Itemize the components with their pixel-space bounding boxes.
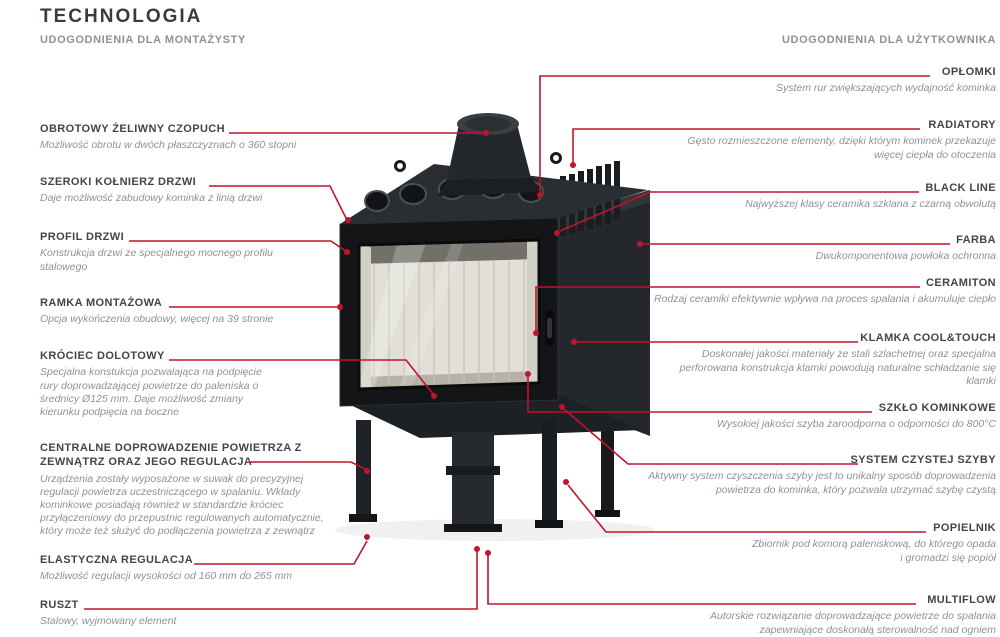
left-column-header: UDOGODNIENIA DLA MONTAŻYSTY xyxy=(40,34,246,46)
feature-title: PROFIL DRZWI xyxy=(40,231,125,243)
feature-title: OPŁOMKI xyxy=(941,66,996,78)
air-duct xyxy=(444,432,502,532)
feature-desc: Opcja wykończenia obudowy, więcej na 39 … xyxy=(40,313,274,326)
feature-title: MULTIFLOW xyxy=(927,594,996,606)
feature-desc: Rodzaj ceramiki efektywnie wpływa na pro… xyxy=(654,293,996,306)
feature-desc: Możliwość regulacji wysokości od 160 mm … xyxy=(40,570,293,583)
feature-title: BLACK LINE xyxy=(925,182,996,194)
feature-title: ELASTYCZNA REGULACJA xyxy=(40,554,194,566)
feature-profil-drzwi: PROFIL DRZWI Konstrukcja drzwi ze specja… xyxy=(40,230,290,274)
feature-kolnierz-drzwi: SZEROKI KOŁNIERZ DRZWI Daje możliwość za… xyxy=(40,175,320,206)
feature-elastyczna-regulacja: ELASTYCZNA REGULACJA Możliwość regulacji… xyxy=(40,553,320,584)
feature-obrotowy-czopuch: OBROTOWY ŻELIWNY CZOPUCH Możliwość obrot… xyxy=(40,122,320,153)
feature-title: OBROTOWY ŻELIWNY CZOPUCH xyxy=(40,123,225,135)
feature-multiflow: MULTIFLOW Autorskie rozwiązanie doprowad… xyxy=(706,593,996,637)
feature-black-line: BLACK LINE Najwyższej klasy ceramika szk… xyxy=(666,181,996,212)
feature-system-czystej-szyby: SYSTEM CZYSTEJ SZYBY Aktywny system czys… xyxy=(646,453,996,497)
firebox-glass xyxy=(357,238,541,391)
feature-desc: Doskonałej jakości materiały ze stali sz… xyxy=(679,348,996,387)
door-frame xyxy=(339,217,559,407)
feature-krociec-dolotowy: KRÓCIEC DOLOTOWY Specjalna konstukcja po… xyxy=(40,349,280,419)
feature-desc: System rur zwiększających wydajność komi… xyxy=(776,82,996,95)
feature-desc: Wysokiej jakości szyba żaroodporna o odp… xyxy=(716,418,996,431)
feature-desc: Konstrukcja drzwi ze specjalnego mocnego… xyxy=(40,247,273,273)
feature-desc: Aktywny system czyszczenia szyby jest to… xyxy=(648,470,996,496)
feature-ramka-montazowa: RAMKA MONTAŻOWA Opcja wykończenia obudow… xyxy=(40,296,320,327)
floor-shadow xyxy=(335,519,655,541)
feature-desc: Daje możliwość zabudowy kominka z linią … xyxy=(40,192,263,205)
base-plate xyxy=(340,394,642,438)
feature-title: KLAMKA COOL&TOUCH xyxy=(860,332,996,344)
feature-ceramiton: CERAMITON Rodzaj ceramiki efektywnie wpł… xyxy=(636,276,996,307)
feature-title: CENTRALNE DOPROWADZENIE POWIETRZA Z ZEWN… xyxy=(40,442,302,469)
chimney-flue xyxy=(438,113,542,196)
feature-desc: Najwyższej klasy ceramika szklana z czar… xyxy=(745,198,996,211)
door-handle xyxy=(545,310,554,346)
heat-pipes xyxy=(364,177,544,212)
connector-dots xyxy=(337,130,643,556)
radiator-fins xyxy=(560,161,620,236)
feature-desc: Możliwość obrotu w dwóch płaszczyznach o… xyxy=(40,139,297,152)
feature-oplomki: OPŁOMKI System rur zwiększających wydajn… xyxy=(666,65,996,96)
feature-desc: Urządzenia zostały wyposażone w suwak do… xyxy=(40,472,324,538)
feature-title: SZKŁO KOMINKOWE xyxy=(878,402,996,414)
feature-desc: Dwukomponentowa powłoka ochronna xyxy=(815,250,996,263)
feature-title: POPIELNIK xyxy=(933,522,996,534)
feature-klamka-cool-touch: KLAMKA COOL&TOUCH Doskonałej jakości mat… xyxy=(651,331,996,388)
feature-radiatory: RADIATORY Gęsto rozmieszczone elementy, … xyxy=(686,118,996,162)
top-plate xyxy=(340,152,648,228)
page-title: TECHNOLOGIA xyxy=(40,6,203,27)
feature-title: KRÓCIEC DOLOTOWY xyxy=(40,350,165,362)
feature-title: SYSTEM CZYSTEJ SZYBY xyxy=(850,454,996,466)
feature-szklo-kominkowe: SZKŁO KOMINKOWE Wysokiej jakości szyba ż… xyxy=(666,401,996,432)
feature-farba: FARBA Dwukomponentowa powłoka ochronna xyxy=(666,233,996,264)
feature-desc: Zbiornik pod komorą paleniskową, do któr… xyxy=(752,538,996,564)
feature-desc: Autorskie rozwiązanie doprowadzające pow… xyxy=(710,610,996,636)
feature-title: RADIATORY xyxy=(928,119,996,131)
right-column-header: UDOGODNIENIA DLA UŻYTKOWNIKA xyxy=(782,34,996,46)
feature-popielnik: POPIELNIK Zbiornik pod komorą paleniskow… xyxy=(751,521,996,565)
feature-title: CERAMITON xyxy=(925,277,996,289)
rear-leg xyxy=(595,428,620,517)
feature-desc: Gęsto rozmieszczone elementy, dzięki któ… xyxy=(687,135,996,161)
feature-title: RUSZT xyxy=(40,599,79,611)
feature-ruszt: RUSZT Stalowy, wyjmowany element xyxy=(40,598,320,629)
feature-desc: Stalowy, wyjmowany element xyxy=(40,615,177,628)
feature-centralne-doprowadzenie: CENTRALNE DOPROWADZENIE POWIETRZA Z ZEWN… xyxy=(40,441,332,539)
feature-title: RAMKA MONTAŻOWA xyxy=(40,297,163,309)
side-panel xyxy=(556,190,650,436)
feature-title: SZEROKI KOŁNIERZ DRZWI xyxy=(40,176,197,188)
front-legs xyxy=(349,420,563,528)
feature-desc: Specjalna konstukcja pozwalająca na podp… xyxy=(40,366,262,418)
feature-title: FARBA xyxy=(956,234,996,246)
